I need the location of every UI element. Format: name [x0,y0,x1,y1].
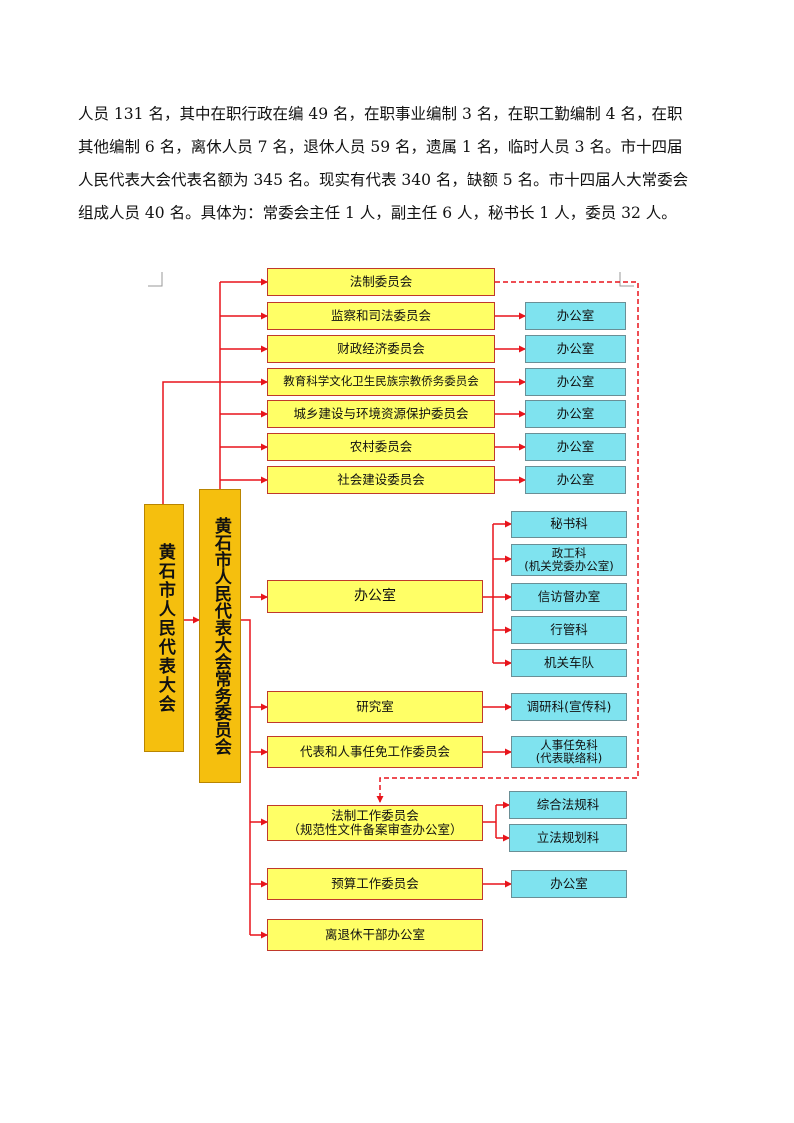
special-committee-box: 社会建设委员会 [267,466,495,494]
section-label: 信访督办室 [537,588,601,604]
committee-label: 教育科学文化卫生民族宗教侨务委员会 [283,374,479,389]
section-label: 政工科 [551,545,587,560]
section-label: 人事任免科 [540,737,598,752]
special-committee-box: 农村委员会 [267,433,495,461]
intro-line: 人民代表大会代表名额为 345 名。现实有代表 340 名，缺额 5 名。市十四… [78,171,689,189]
office-section-box: 秘书科 [511,511,627,538]
personnel-section-box: 人事任免科 (代表联络科) [511,736,627,768]
committee-label: 城乡建设与环境资源保护委员会 [293,405,469,421]
committee-office-box: 办公室 [525,368,626,396]
office-section-box: 政工科 (机关党委办公室) [511,544,627,576]
office-section-box: 信访督办室 [511,583,627,611]
retired-cadres-office-label: 离退休干部办公室 [324,926,425,942]
intro-line: 组成人员 40 名。具体为：常委会主任 1 人，副主任 6 人，秘书长 1 人，… [78,204,677,222]
office-section-box: 行管科 [511,616,627,644]
section-label: 综合法规科 [536,796,600,812]
congress-label: 黄石市人民代表大会 [154,542,175,714]
office-label: 办公室 [556,438,595,454]
section-label: 行管科 [550,621,588,637]
office-label: 办公室 [556,307,595,323]
committee-label: 社会建设委员会 [337,471,425,487]
retired-cadres-office-box: 离退休干部办公室 [267,919,483,951]
general-office-label: 办公室 [354,588,396,605]
intro-paragraph: 人员 131 名，其中在职行政在编 49 名，在职事业编制 3 名，在职工勤编制… [78,98,728,230]
committee-label: 财政经济委员会 [337,340,425,356]
committee-label: 法制委员会 [349,273,413,289]
committee-office-box: 办公室 [525,400,626,428]
legal-work-committee-box: 法制工作委员会 （规范性文件备案审查办公室） [267,805,483,841]
special-committee-box: 城乡建设与环境资源保护委员会 [267,400,495,428]
section-sublabel: (代表联络科) [535,751,603,765]
office-section-box: 机关车队 [511,649,627,677]
committee-office-box: 办公室 [525,302,626,330]
office-label: 办公室 [556,373,595,389]
special-committee-box: 法制委员会 [267,268,495,296]
congress-box: 黄石市人民代表大会 [144,504,184,752]
legal-work-committee-sublabel: （规范性文件备案审查办公室） [287,822,463,837]
section-label: 立法规划科 [536,829,600,845]
legal-section-box: 立法规划科 [509,824,627,852]
general-office-box: 办公室 [267,580,483,613]
budget-committee-label: 预算工作委员会 [331,875,419,891]
special-committee-box: 财政经济委员会 [267,335,495,363]
standing-committee-box: 黄石市人民代表大会常务委员会 [199,489,241,783]
legal-section-box: 综合法规科 [509,791,627,819]
intro-line: 其他编制 6 名，离休人员 7 名，退休人员 59 名，遗属 1 名，临时人员 … [78,138,683,156]
special-committee-box: 教育科学文化卫生民族宗教侨务委员会 [267,368,495,396]
section-label: 办公室 [550,875,588,891]
personnel-committee-label: 代表和人事任免工作委员会 [299,743,450,759]
budget-section-box: 办公室 [511,870,627,898]
personnel-committee-box: 代表和人事任免工作委员会 [267,736,483,768]
section-label: 机关车队 [543,654,594,670]
research-office-label: 研究室 [356,698,394,714]
legal-work-committee-label: 法制工作委员会 [331,807,419,823]
research-section-box: 调研科(宣传科) [511,693,627,721]
committee-office-box: 办公室 [525,466,626,494]
section-sublabel: (机关党委办公室) [524,559,614,573]
section-label: 调研科(宣传科) [526,698,612,714]
intro-line: 人员 131 名，其中在职行政在编 49 名，在职事业编制 3 名，在职工勤编制… [78,105,683,123]
committee-office-box: 办公室 [525,335,626,363]
office-label: 办公室 [556,471,595,487]
committee-office-box: 办公室 [525,433,626,461]
budget-committee-box: 预算工作委员会 [267,868,483,900]
research-office-box: 研究室 [267,691,483,723]
standing-committee-label: 黄石市人民代表大会常务委员会 [210,517,231,755]
committee-label: 监察和司法委员会 [330,307,431,323]
office-label: 办公室 [556,340,595,356]
special-committee-box: 监察和司法委员会 [267,302,495,330]
section-label: 秘书科 [550,516,588,532]
office-label: 办公室 [556,405,595,421]
committee-label: 农村委员会 [349,438,413,454]
